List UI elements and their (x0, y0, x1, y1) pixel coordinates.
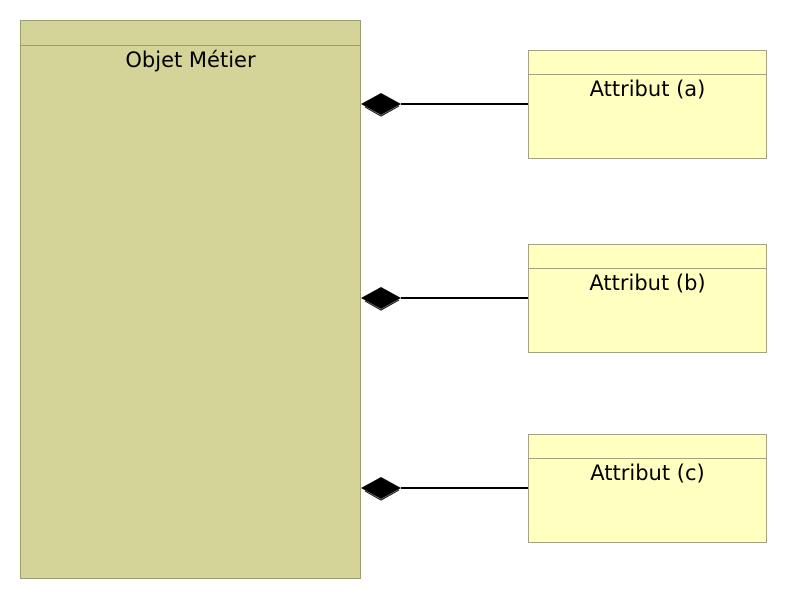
composition-link-c[interactable] (361, 477, 528, 501)
class-name-label: Objet Métier (125, 48, 256, 72)
class-header-strip (529, 51, 766, 75)
class-box-attribut-a[interactable]: Attribut (a) (528, 50, 767, 159)
composition-link-b[interactable] (361, 287, 528, 311)
class-box-attribut-b[interactable]: Attribut (b) (528, 244, 767, 353)
composition-diamond-icon (361, 93, 401, 115)
class-header-strip (529, 435, 766, 459)
class-name-label: Attribut (b) (589, 271, 706, 295)
composition-diamond-icon (361, 477, 401, 499)
class-header-strip (21, 21, 360, 46)
class-box-objet-metier[interactable]: Objet Métier (20, 20, 361, 579)
class-header-strip (529, 245, 766, 269)
diamond-shadow (364, 299, 400, 311)
diamond-shadow (364, 105, 400, 117)
class-name-label: Attribut (c) (590, 461, 705, 485)
class-name-label: Attribut (a) (589, 77, 706, 101)
class-box-attribut-c[interactable]: Attribut (c) (528, 434, 767, 543)
composition-link-a[interactable] (361, 93, 528, 117)
composition-diamond-icon (361, 287, 401, 309)
diamond-shadow (364, 489, 400, 501)
